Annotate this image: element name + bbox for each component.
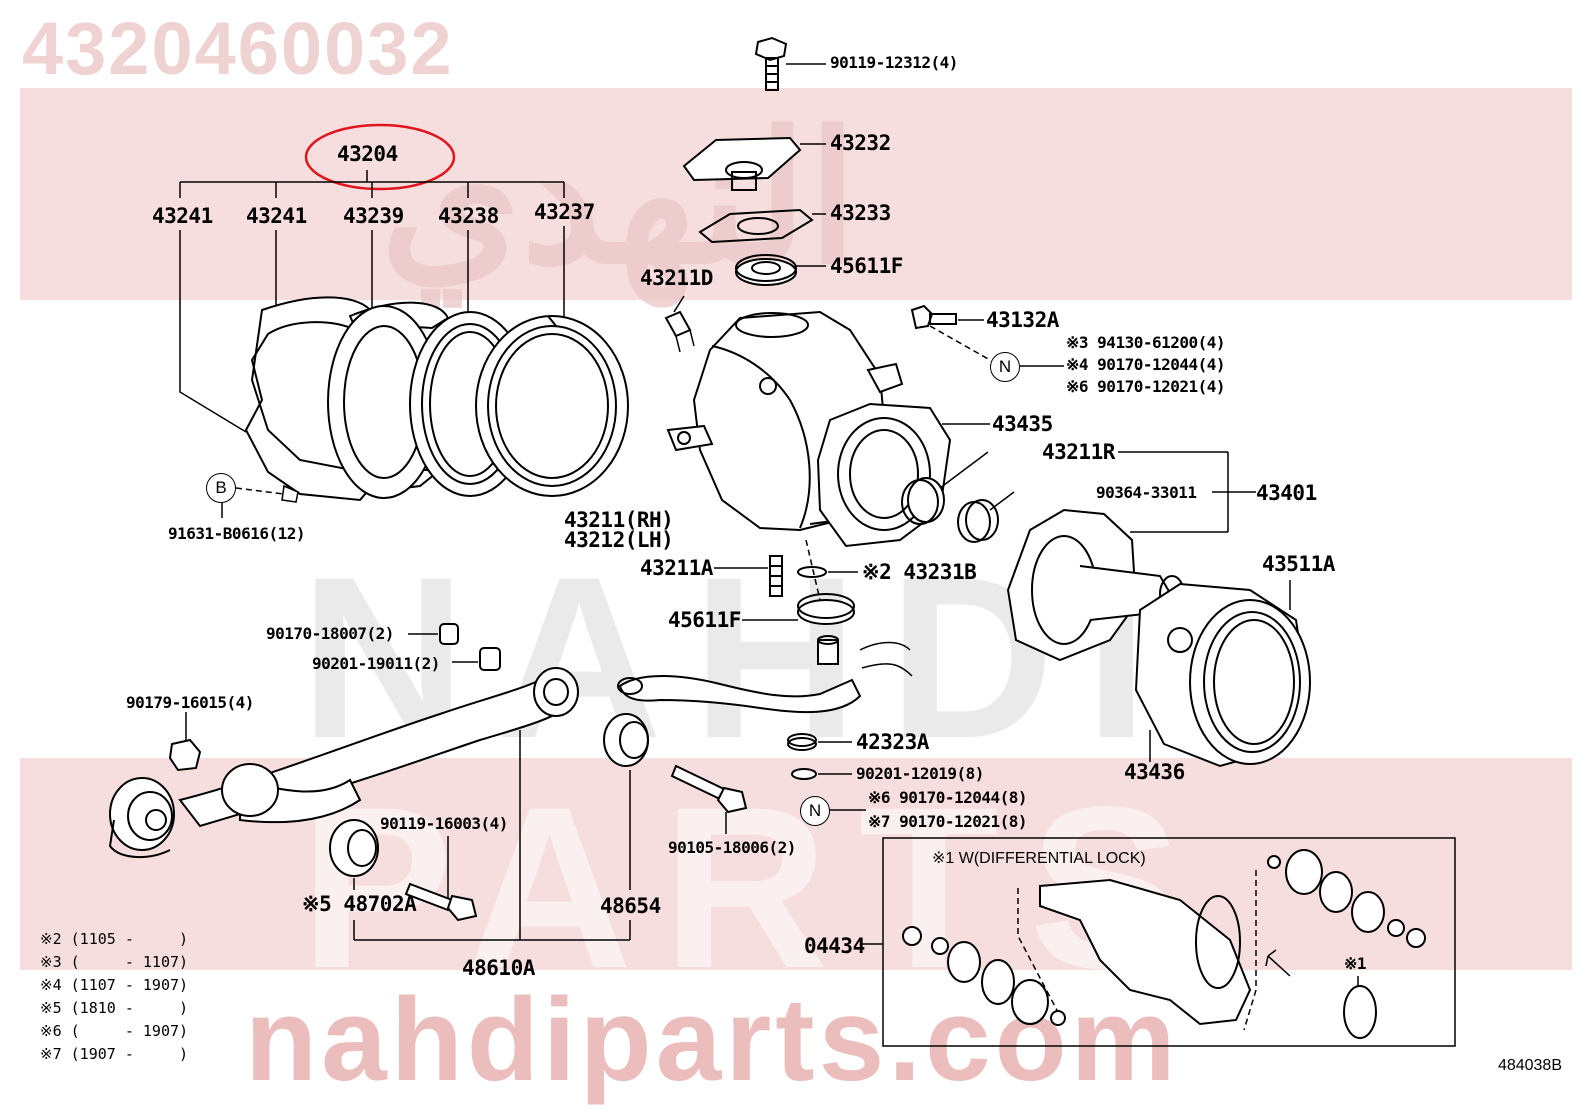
label-43241-left: 43241	[152, 204, 213, 228]
bolts-lower-drawing	[404, 764, 748, 922]
gasket-drawing	[698, 208, 826, 244]
label-90119-16003: 90119-16003(4)	[380, 814, 508, 833]
highlight-circle	[304, 123, 456, 191]
bolt-top-drawing	[754, 36, 826, 91]
label-43204: 43204	[337, 142, 398, 166]
label-43231b: ※2 43231B	[862, 560, 977, 584]
label-note6b: ※6 90170-12044(8)	[868, 788, 1028, 807]
label-90179: 90179-16015(4)	[126, 693, 254, 712]
label-45611f-bottom: 45611F	[668, 608, 741, 632]
label-04434: 04434	[804, 934, 865, 958]
label-90105: 90105-18006(2)	[668, 838, 796, 857]
label-91631: 91631-B0616(12)	[168, 524, 306, 543]
label-90170-18007: 90170-18007(2)	[266, 624, 394, 643]
radius-arm-drawing	[108, 667, 579, 859]
label-43232: 43232	[830, 131, 891, 155]
circle-b-marker: B	[206, 473, 236, 503]
label-43239: 43239	[343, 204, 404, 228]
label-bolt-top: 90119-12312(4)	[830, 53, 958, 72]
spindle-drawing	[1006, 508, 1185, 662]
label-43241-right: 43241	[246, 204, 307, 228]
label-43435: 43435	[992, 412, 1053, 436]
bracket-43401	[1118, 451, 1256, 533]
seal-set-drawing	[244, 296, 629, 502]
kingpin-drawing	[714, 539, 858, 625]
label-48702a: ※5 48702A	[302, 892, 417, 916]
seal-leaders	[179, 226, 565, 433]
label-43211a: 43211A	[640, 556, 713, 580]
label-48610a: 48610A	[462, 956, 535, 980]
label-43233: 43233	[830, 201, 891, 225]
diagram-reference: 484038B	[1497, 1057, 1562, 1074]
bearing-top-drawing	[735, 254, 826, 286]
label-48654: 48654	[600, 894, 661, 918]
note-line: ※2 (1105 - )	[40, 930, 189, 948]
washers-drawing	[787, 733, 866, 811]
small-parts-left	[168, 623, 501, 772]
inset-title: ※1 W(DIFFERENTIAL LOCK)	[932, 850, 1146, 867]
date-notes: ※2 (1105 - ) ※3 ( - 1107) ※4 (1107 - 190…	[40, 928, 188, 1066]
label-note6: ※6 90170-12021(4)	[1066, 377, 1226, 396]
note-line: ※5 (1810 - )	[40, 999, 189, 1017]
part-number-heading: 4320460032	[22, 7, 454, 90]
label-45611f-top: 45611F	[830, 254, 903, 278]
note-line: ※7 (1907 - )	[40, 1045, 189, 1063]
circle-n-marker-lower: N	[800, 796, 830, 826]
label-43238: 43238	[438, 204, 499, 228]
gasket-43435-drawing	[816, 402, 990, 548]
bushing-48702a-drawing	[329, 819, 379, 890]
bracket-48610a	[353, 730, 631, 941]
needle-bearing-drawing	[957, 491, 1015, 543]
label-43401: 43401	[1256, 481, 1317, 505]
group-bracket-43204	[179, 170, 565, 198]
label-90201-19011: 90201-19011(2)	[312, 654, 440, 673]
label-43212lh: 43212(LH)	[564, 528, 674, 552]
bushing-48654-drawing	[603, 713, 649, 890]
inset-mark: ※1	[1344, 954, 1367, 973]
label-42323a: 42323A	[856, 730, 929, 754]
hub-drawing	[1134, 580, 1311, 768]
bolt-b-leader	[221, 484, 299, 518]
inset-box	[862, 837, 1456, 1047]
bushing-drawing	[901, 451, 989, 525]
label-43436: 43436	[1124, 760, 1185, 784]
label-43511a: 43511A	[1262, 552, 1335, 576]
bolt-43132a-drawing	[910, 304, 1064, 367]
label-43211rh: 43211(RH)	[564, 508, 674, 532]
circle-n-marker-upper: N	[990, 352, 1020, 382]
label-90364: 90364-33011	[1096, 483, 1197, 502]
label-note4: ※4 90170-12044(4)	[1066, 355, 1226, 374]
label-43237: 43237	[534, 200, 595, 224]
note-line: ※3 ( - 1107)	[40, 953, 189, 971]
label-43132a: 43132A	[986, 308, 1059, 332]
label-note3: ※3 94130-61200(4)	[1066, 333, 1226, 352]
note-line: ※6 ( - 1907)	[40, 1022, 189, 1040]
label-43211r: 43211R	[1042, 440, 1115, 464]
note-line: ※4 (1107 - 1907)	[40, 976, 189, 994]
cap-drawing	[682, 136, 826, 191]
label-90201-12019: 90201-12019(8)	[856, 764, 984, 783]
steering-arm-drawing	[617, 635, 913, 714]
label-43211d: 43211D	[640, 266, 713, 290]
label-note7b: ※7 90170-12021(8)	[868, 812, 1028, 831]
